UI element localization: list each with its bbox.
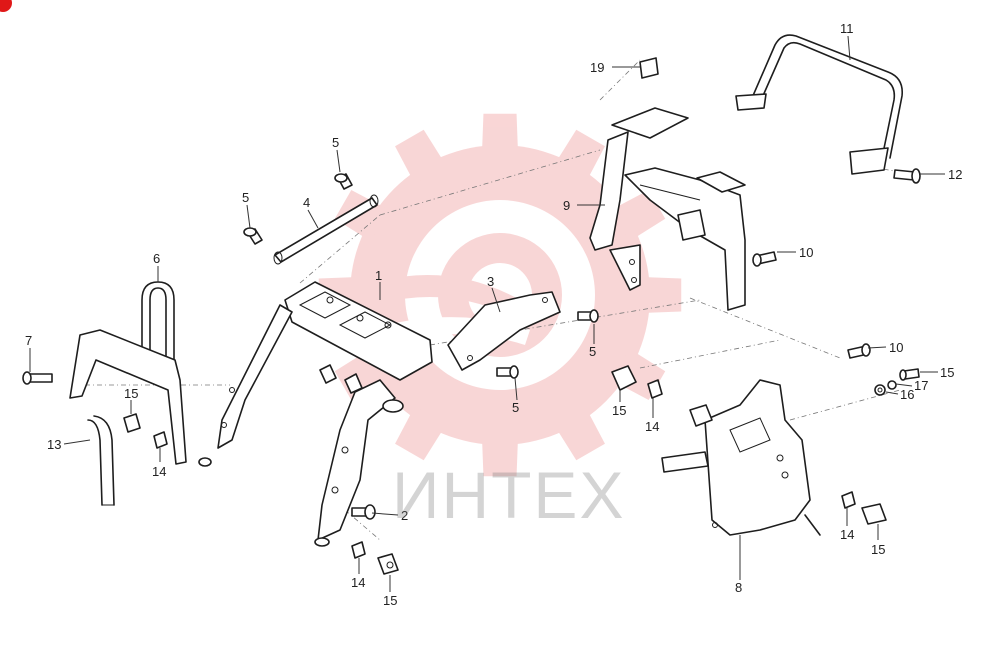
part-15-bushing-center <box>377 553 399 575</box>
callout-1: 1 <box>375 268 382 283</box>
gear-tooth <box>481 433 519 477</box>
callout-5-upper: 5 <box>332 135 339 150</box>
part-14-nut-left <box>153 431 168 449</box>
callout-19: 19 <box>590 60 604 75</box>
part-19-cap <box>639 57 659 79</box>
callout-3: 3 <box>487 274 494 289</box>
gear-tooth <box>481 113 519 157</box>
callout-15-middle: 15 <box>612 403 626 418</box>
bolt-5-lower <box>496 365 519 379</box>
part-4-shaft <box>273 194 379 265</box>
part-15-bushing-left <box>123 413 141 433</box>
corner-badge <box>0 0 12 12</box>
part-7-bolt <box>22 371 53 385</box>
part-15-bushing-middle <box>611 365 637 391</box>
callout-14-center: 14 <box>351 575 365 590</box>
part-12-bolt <box>893 168 921 184</box>
callout-15-center: 15 <box>383 593 397 608</box>
gear-tooth <box>553 406 605 461</box>
part-6-u-frame <box>69 281 187 465</box>
watermark-text: ИНТЕХ <box>392 458 626 532</box>
part-8-lower-frame <box>661 379 821 536</box>
callout-14-right: 14 <box>840 527 854 542</box>
callout-5-right: 5 <box>589 344 596 359</box>
part-14-nut-center <box>351 541 366 559</box>
part-16-washer <box>874 384 886 396</box>
part-15-bolt-right-upper <box>899 368 920 381</box>
callout-4: 4 <box>303 195 310 210</box>
bolt-10-upper <box>752 251 777 267</box>
callout-12: 12 <box>948 167 962 182</box>
part-15-bushing-right <box>861 503 887 525</box>
part-14-nut-middle <box>647 379 663 399</box>
part-13-hose <box>87 415 115 506</box>
callout-10-upper: 10 <box>799 245 813 260</box>
callout-9: 9 <box>563 198 570 213</box>
part-3-cover-plate <box>447 291 561 371</box>
part-11-roll-bar <box>735 34 904 175</box>
callout-6: 6 <box>153 251 160 266</box>
callout-15-left: 15 <box>124 386 138 401</box>
callout-7: 7 <box>25 333 32 348</box>
part-2-bolt <box>351 504 376 520</box>
gear-tooth <box>553 129 605 184</box>
callout-5-lower: 5 <box>512 400 519 415</box>
gear-tooth <box>395 406 447 461</box>
bolt-5-upper <box>334 173 353 190</box>
watermark-gear-icon <box>318 113 682 477</box>
callout-15-right-lower: 15 <box>871 542 885 557</box>
part-9-upper-bracket <box>589 107 746 311</box>
callout-2: 2 <box>401 508 408 523</box>
callout-14-left: 14 <box>152 464 166 479</box>
callout-16: 16 <box>900 387 914 402</box>
bolt-5-right <box>577 309 599 323</box>
callout-labels: 1 2 3 4 5 5 5 5 6 7 8 9 10 10 11 12 13 1… <box>25 21 962 608</box>
part-14-nut-right <box>841 491 856 509</box>
callout-11: 11 <box>840 21 854 36</box>
part-17-washer <box>887 380 897 390</box>
callout-13: 13 <box>47 437 61 452</box>
callout-10-lower: 10 <box>889 340 903 355</box>
callout-5-left: 5 <box>242 190 249 205</box>
callout-leaders <box>29 35 945 592</box>
callout-15-right-upper: 15 <box>940 365 954 380</box>
gear-tooth <box>611 190 666 242</box>
bolt-10-lower <box>847 343 871 359</box>
callout-17: 17 <box>914 378 928 393</box>
bolt-5-left <box>243 227 263 245</box>
callout-14-middle: 14 <box>645 419 659 434</box>
part-1-main-bracket <box>198 281 433 547</box>
callout-8: 8 <box>735 580 742 595</box>
gear-tooth <box>638 276 682 314</box>
gear-tooth <box>395 129 447 184</box>
